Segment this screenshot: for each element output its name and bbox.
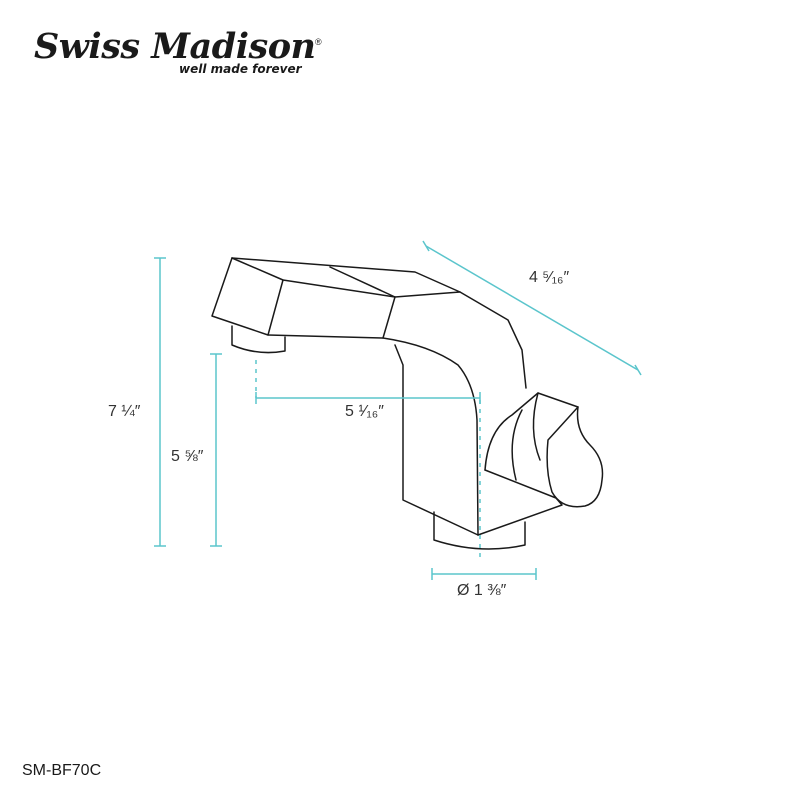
spout-reach-label: 5 ¹⁄₁₆″ [345,403,384,420]
overall-height-label: 7 ¼″ [108,403,141,420]
brand-logo: Swiss Madison ® well made forever [34,26,334,86]
spout-height-label: 5 ⅝″ [171,448,204,465]
brand-tagline: well made forever [179,62,302,76]
model-number: SM-BF70C [22,762,102,779]
overall-depth-label: 4 ⁵⁄₁₆″ [529,269,570,286]
brand-name: Swiss Madison [34,26,316,67]
dimension-lines [154,240,642,580]
registered-mark: ® [315,37,322,47]
base-diameter-label: Ø 1 ⅜″ [457,582,507,599]
faucet-outline [211,257,604,550]
